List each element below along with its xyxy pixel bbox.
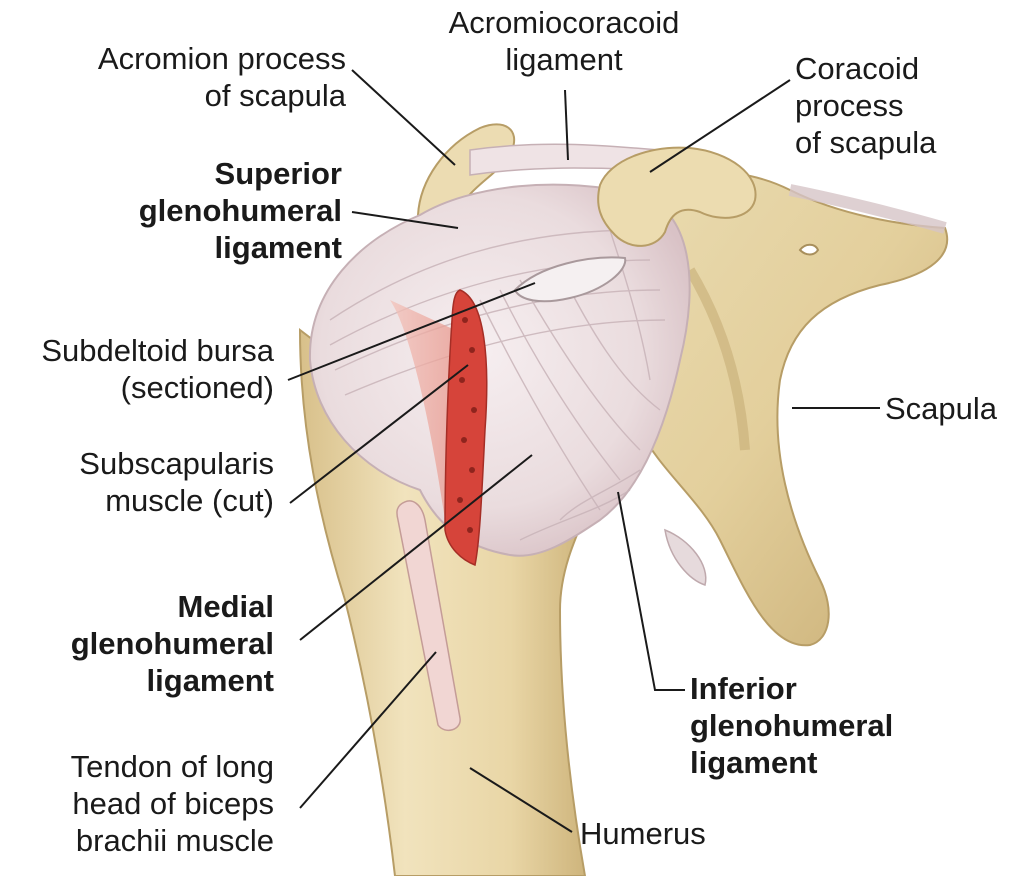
label-biceps-line2: head of biceps (72, 786, 274, 821)
label-biceps-line1: Tendon of long (70, 749, 274, 784)
label-medial-line2: glenohumeral (70, 626, 274, 661)
label-acromion: Acromion process of scapula (98, 40, 346, 114)
label-acromiocoracoid: Acromiocoracoid ligament (424, 4, 704, 78)
label-acromiocoracoid-line2: ligament (505, 42, 623, 77)
label-coracoid-line1: Coracoid (795, 51, 920, 86)
ligament-fibers (329, 199, 666, 541)
coracoid-bone (597, 146, 757, 247)
bursa-section (513, 256, 627, 303)
label-acromion-line2: of scapula (204, 78, 346, 113)
label-coracoid-line2: process (795, 88, 904, 123)
label-subscapularis: Subscapularis muscle (cut) (79, 445, 274, 519)
label-medial-line1: Medial (177, 589, 274, 624)
label-subdeltoid-line1: Subdeltoid bursa (41, 333, 274, 368)
label-subdeltoid-bursa: Subdeltoid bursa (sectioned) (41, 332, 274, 406)
label-biceps-tendon: Tendon of long head of biceps brachii mu… (71, 748, 274, 859)
biceps-tendon (396, 500, 461, 732)
label-coracoid-line3: of scapula (795, 125, 937, 160)
label-superior-line2: glenohumeral (138, 193, 342, 228)
label-acromiocoracoid-line1: Acromiocoracoid (448, 5, 680, 40)
label-scapula: Scapula (885, 390, 997, 427)
label-scapula-line1: Scapula (885, 391, 998, 426)
label-inferior-line3: ligament (690, 745, 818, 780)
label-superior-line1: Superior (214, 156, 342, 191)
label-acromion-line1: Acromion process (97, 41, 346, 76)
label-inferior-line2: glenohumeral (690, 708, 894, 743)
label-humerus-line1: Humerus (580, 816, 706, 851)
label-medial-line3: ligament (146, 663, 274, 698)
muscle-texture (457, 317, 477, 533)
label-medial-glenohumeral: Medial glenohumeral ligament (71, 588, 274, 699)
subscapularis-cut (444, 289, 488, 567)
label-inferior-line1: Inferior (690, 671, 797, 706)
label-subscapularis-line2: muscle (cut) (105, 483, 274, 518)
label-biceps-line3: brachii muscle (75, 823, 274, 858)
label-subscapularis-line1: Subscapularis (79, 446, 274, 481)
leader-lines (287, 69, 880, 833)
label-superior-glenohumeral: Superior glenohumeral ligament (139, 155, 342, 266)
label-coracoid: Coracoid process of scapula (795, 50, 936, 161)
label-subdeltoid-line2: (sectioned) (120, 370, 274, 405)
label-humerus: Humerus (580, 815, 706, 852)
label-inferior-glenohumeral: Inferior glenohumeral ligament (690, 670, 893, 781)
label-superior-line3: ligament (214, 230, 342, 265)
